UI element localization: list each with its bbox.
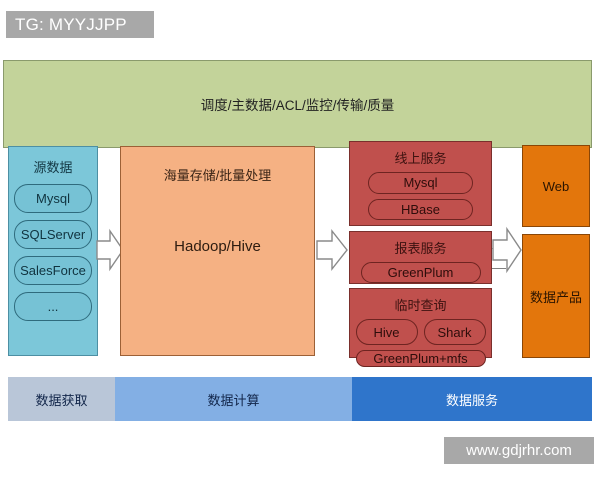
adhoc-query-group: 临时查询 Hive Shark GreenPlum+mfs: [349, 288, 492, 367]
stage-data-acquisition: 数据获取: [8, 377, 115, 421]
connector-report-lower: [492, 268, 506, 269]
stage-data-service: 数据服务: [352, 377, 592, 421]
online-service-item-hbase[interactable]: HBase: [368, 198, 473, 220]
online-service-item-mysql[interactable]: Mysql: [368, 172, 473, 194]
stage-bar: 数据获取 数据计算 数据服务: [8, 377, 592, 421]
product-web-label: Web: [542, 178, 570, 194]
adhoc-query-item-hive[interactable]: Hive: [355, 319, 418, 345]
product-data-product-label: 数据产品: [529, 289, 582, 305]
report-service-title: 报表服务: [394, 241, 447, 256]
source-item-mysql[interactable]: Mysql: [14, 184, 92, 213]
tg-banner: TG: MYYJJPP: [6, 11, 154, 38]
source-data-title: 源数据: [33, 160, 73, 175]
source-item-sqlserver[interactable]: SQLServer: [14, 220, 92, 249]
adhoc-query-row-1: Hive Shark: [355, 319, 486, 345]
stage-data-computation: 数据计算: [115, 377, 352, 421]
compute-layer-group: 海量存储/批量处理 Hadoop/Hive: [120, 146, 315, 356]
report-service-item-greenplum[interactable]: GreenPlum: [360, 262, 481, 283]
compute-layer-main-label: Hadoop/Hive: [174, 238, 261, 255]
online-service-title: 线上服务: [394, 151, 447, 166]
governance-layer: 调度/主数据/ACL/监控/传输/质量: [3, 60, 592, 148]
arrow-compute-to-services: [316, 228, 348, 272]
online-service-group: 线上服务 Mysql HBase: [349, 141, 492, 226]
compute-layer-title: 海量存储/批量处理: [163, 168, 272, 183]
adhoc-query-item-greenplum-mfs[interactable]: GreenPlum+mfs: [355, 350, 486, 367]
governance-layer-label: 调度/主数据/ACL/监控/传输/质量: [200, 98, 395, 113]
arrow-services-to-products: [492, 226, 522, 274]
product-web: Web: [522, 145, 590, 227]
source-item-more[interactable]: ...: [14, 292, 92, 321]
adhoc-query-title: 临时查询: [394, 298, 447, 313]
arrow-source-to-compute: [96, 228, 124, 272]
watermark: www.gdjrhr.com: [444, 437, 594, 464]
report-service-group: 报表服务 GreenPlum: [349, 231, 492, 284]
source-item-salesforce[interactable]: SalesForce: [14, 256, 92, 285]
source-data-group: 源数据 Mysql SQLServer SalesForce ...: [8, 146, 98, 356]
adhoc-query-item-shark[interactable]: Shark: [423, 319, 486, 345]
product-data-product: 数据产品: [522, 234, 590, 358]
